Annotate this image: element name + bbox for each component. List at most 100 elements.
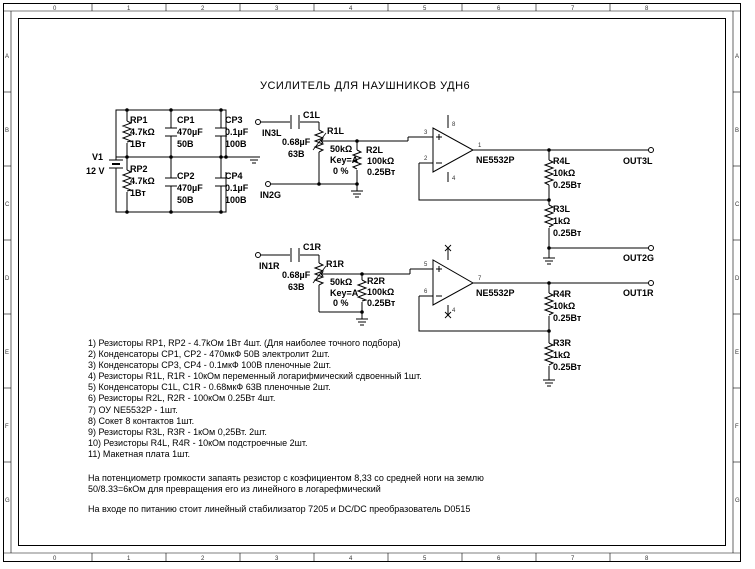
label-r4r-ref: R4R xyxy=(553,289,572,299)
label-c1r-value: 0.68µF xyxy=(282,270,311,280)
frame-column-label: 8 xyxy=(645,556,649,562)
label-r3l-value: 1kΩ xyxy=(553,216,570,226)
label-port-out2g: OUT2G xyxy=(623,253,654,263)
resistor-r3r xyxy=(543,342,555,366)
label-r3r-rating: 0.25Вт xyxy=(553,362,582,372)
pin-u1-1: 1 xyxy=(478,143,482,149)
pin-u2-5: 5 xyxy=(424,262,428,268)
frame-row-label: C xyxy=(735,202,740,208)
label-r2r-rating: 0.25Вт xyxy=(367,298,396,308)
frame-row-label: A xyxy=(5,54,9,60)
capacitor-cp3 xyxy=(215,127,227,137)
label-r4l-ref: R4L xyxy=(553,156,571,166)
frame-column-labels: 0 0 1 1 2 2 3 3 4 4 5 5 6 6 7 7 8 8 xyxy=(53,6,649,562)
label-port-out3l: OUT3L xyxy=(623,156,653,166)
component-labels: V1 12 V RP1 4.7kΩ 1Вт RP2 4.7kΩ 1Вт CP1 … xyxy=(86,110,654,372)
label-cp4-value: 0.1µF xyxy=(225,183,249,193)
label-cp4-rating: 100В xyxy=(225,195,247,205)
label-r1r-key: Key=A xyxy=(330,288,359,298)
frame-column-label: 4 xyxy=(349,556,353,562)
parts-list-item: 7) ОУ NE5532P - 1шт. xyxy=(88,404,178,415)
parts-list-item: 2) Конденсаторы CP1, CP2 - 470мкФ 50В эл… xyxy=(88,349,330,360)
frame-row-label: D xyxy=(5,276,10,282)
frame-column-label: 0 xyxy=(53,6,57,12)
label-r1r-ref: R1R xyxy=(326,259,345,269)
frame-row-label: D xyxy=(735,276,740,282)
frame-row-label: A xyxy=(735,54,739,60)
potentiometer-r1l xyxy=(312,129,327,153)
parts-list-item: 5) Конденсаторы C1L, C1R - 0.68мкФ 63В п… xyxy=(88,382,331,393)
frame-row-label: E xyxy=(735,350,739,356)
label-r1l-value: 50kΩ xyxy=(330,144,352,154)
label-rp1-rating: 1Вт xyxy=(130,139,146,149)
label-r1l-ref: R1L xyxy=(327,126,345,136)
frame-column-label: 8 xyxy=(645,6,649,12)
notes-block: 1) Резисторы RP1, RP2 - 4.7kОм 1Вт 4шт. … xyxy=(88,338,648,515)
label-rp2-rating: 1Вт xyxy=(130,188,146,198)
label-r4l-rating: 0.25Вт xyxy=(553,180,582,190)
label-r2l-rating: 0.25Вт xyxy=(367,167,396,177)
label-v1-ref: V1 xyxy=(92,152,103,162)
label-rp2-value: 4.7kΩ xyxy=(130,176,155,186)
label-cp2-value: 470µF xyxy=(177,183,203,193)
frame-column-label: 7 xyxy=(571,6,575,12)
frame-row-label: E xyxy=(5,350,9,356)
pin-u2-6: 6 xyxy=(424,289,428,295)
label-cp2-ref: CP2 xyxy=(177,171,195,181)
label-cp1-rating: 50В xyxy=(177,139,194,149)
pin-u1-4: 4 xyxy=(452,176,456,182)
label-r1r-value: 50kΩ xyxy=(330,277,352,287)
frame-column-label: 6 xyxy=(497,556,501,562)
resistor-r4r xyxy=(543,292,555,316)
ground-symbols xyxy=(248,156,555,387)
label-r1l-key: Key=A xyxy=(330,155,359,165)
frame-column-label: 5 xyxy=(423,556,427,562)
frame-column-label: 7 xyxy=(571,556,575,562)
note-line: На входе по питанию стоит линейный стаби… xyxy=(88,504,471,515)
pin-u1-2: 2 xyxy=(424,156,428,162)
frame-column-label: 2 xyxy=(201,556,205,562)
capacitor-cp4 xyxy=(215,177,227,187)
drawing-frame xyxy=(3,3,741,562)
label-rp1-value: 4.7kΩ xyxy=(130,127,155,137)
label-c1l-rating: 63В xyxy=(288,149,305,159)
label-port-in2g: IN2G xyxy=(260,190,281,200)
label-cp1-value: 470µF xyxy=(177,127,203,137)
frame-column-label: 1 xyxy=(127,556,131,562)
capacitor-c1r xyxy=(290,248,300,262)
frame-row-label: G xyxy=(735,498,740,504)
frame-column-label: 5 xyxy=(423,6,427,12)
frame-column-label: 2 xyxy=(201,6,205,12)
capacitor-cp1 xyxy=(165,127,177,137)
label-r3l-ref: R3L xyxy=(553,204,571,214)
parts-list-item: 3) Конденсаторы CP3, CP4 - 0.1мкФ 100В п… xyxy=(88,360,332,371)
label-c1l-ref: C1L xyxy=(303,110,321,120)
resistor-r2r xyxy=(356,279,368,302)
parts-list-item: 6) Резисторы R2L, R2R - 100кОм 0.25Вт 4ш… xyxy=(88,393,276,404)
schematic-title: УСИЛИТЕЛЬ ДЛЯ НАУШНИКОВ УДН6 xyxy=(260,80,470,92)
label-cp1-ref: CP1 xyxy=(177,115,195,125)
resistor-r3l xyxy=(543,204,555,228)
frame-column-label: 6 xyxy=(497,6,501,12)
frame-row-label: F xyxy=(5,424,9,430)
label-r3r-value: 1kΩ xyxy=(553,350,570,360)
frame-column-label: 3 xyxy=(275,556,279,562)
frame-column-label: 1 xyxy=(127,6,131,12)
frame-row-label: B xyxy=(5,128,9,134)
frame-column-label: 3 xyxy=(275,6,279,12)
frame-column-label: 0 xyxy=(53,556,57,562)
label-r4l-value: 10kΩ xyxy=(553,168,575,178)
label-c1r-ref: C1R xyxy=(303,242,322,252)
label-port-in1r: IN1R xyxy=(259,261,280,271)
parts-list-item: 10) Резисторы R4L, R4R - 10кОм подстроеч… xyxy=(88,437,308,448)
label-rp1-ref: RP1 xyxy=(130,115,148,125)
resistor-r2l xyxy=(351,149,363,170)
label-u2-ref: NE5532P xyxy=(476,288,515,298)
note-line: 50/8.33=6кОм для превращения его из лине… xyxy=(88,484,381,495)
label-port-out1r: OUT1R xyxy=(623,288,654,298)
label-r4r-rating: 0.25Вт xyxy=(553,313,582,323)
resistor-rp1 xyxy=(121,120,133,143)
parts-list-item: 9) Резисторы R3L, R3R - 1кОм 0,25Вт. 2шт… xyxy=(88,426,267,437)
